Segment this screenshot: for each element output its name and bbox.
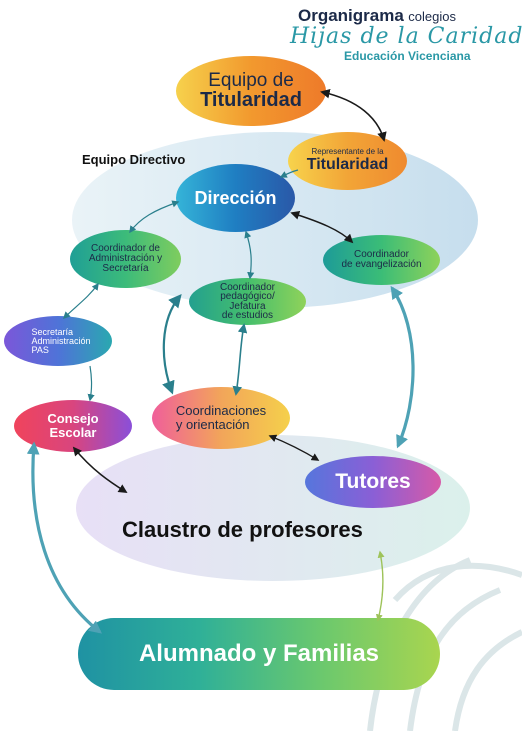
alumnado-label: Alumnado y Familias [138,640,380,667]
coord-admin-line1: Coordinador de [91,243,160,254]
coord-admin-line2: Administración y [88,253,163,264]
header-title: Organigrama [298,6,404,25]
consejo-line1: Consejo [47,411,99,427]
tutores-node[interactable]: Tutores [305,456,441,508]
secretaria-line3: PAS [31,344,49,355]
tutores-label: Tutores [335,470,411,493]
coord-ped-line1: Coordinador [219,281,276,293]
claustro-label: Claustro de profesores [122,517,363,542]
equipo-directivo-label: Equipo Directivo [82,152,186,167]
header: Organigrama colegios Hijas de la Caridad… [290,6,522,66]
coord-admin-line3: Secretaría [102,263,149,274]
equipo-titularidad-node[interactable]: Equipo de Titularidad [176,56,326,126]
consejo-escolar-node[interactable]: Consejo Escolar [14,400,132,452]
coordinaciones-line1: Coordinaciones [175,403,267,419]
representante-line2: Titularidad [306,155,389,173]
secretaria-line1: Secretaría [31,326,74,337]
header-title-suffix: colegios [408,9,456,24]
coord-ped-line2: pedagógico/ [220,291,275,302]
coord-admin-node[interactable]: Coordinador de Administración y Secretar… [70,230,181,288]
direccion-label: Dirección [194,187,277,208]
coord-evang-line2: de evangelización [341,259,422,270]
direccion-node[interactable]: Dirección [176,164,295,232]
secretaria-line2: Administración [31,335,91,346]
coord-ped-line3: Jefatura [229,300,266,312]
alumnado-familias-node[interactable]: Alumnado y Familias [78,618,440,690]
coordinaciones-line2: y orientación [175,417,250,432]
coord-evang-node[interactable]: Coordinador de evangelización [323,235,440,285]
coordinaciones-node[interactable]: Coordinaciones y orientación [152,387,290,449]
representante-line1: Representante de la [311,147,384,157]
claustro-area [76,435,470,581]
consejo-line2: Escolar [49,425,97,440]
equipo-titularidad-line2: Titularidad [200,89,302,112]
header-subtitle: Educación Vicenciana [344,49,471,63]
coord-evang-line1: Coordinador [353,249,410,260]
secretaria-node[interactable]: Secretaría Administración PAS [4,316,112,366]
coord-ped-line4: de estudios [221,310,274,321]
header-script-name: Hijas de la Caridad [290,24,522,49]
coord-pedagogico-node[interactable]: Coordinador pedagógico/ Jefatura de estu… [189,278,306,325]
equipo-titularidad-line1: Equipo de [208,69,294,91]
representante-titularidad-node[interactable]: Representante de la Titularidad [288,132,407,190]
